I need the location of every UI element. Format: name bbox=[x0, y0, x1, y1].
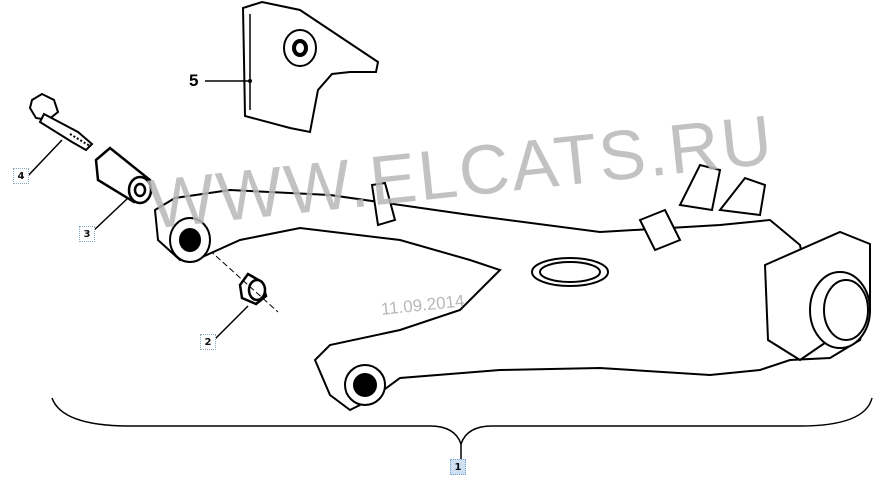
callout-1[interactable]: 1 bbox=[450, 459, 466, 475]
callout-3[interactable]: 3 bbox=[79, 226, 95, 242]
bracket-plate-part-5[interactable] bbox=[241, 0, 380, 134]
assembly-bracket bbox=[51, 397, 873, 447]
trailing-arm-part-1[interactable] bbox=[153, 163, 872, 412]
bushing-part-3[interactable] bbox=[94, 146, 153, 205]
callout-5[interactable]: 5 bbox=[189, 71, 199, 90]
callout-2[interactable]: 2 bbox=[200, 334, 216, 350]
callout-4[interactable]: 4 bbox=[13, 168, 29, 184]
bolt-part-4[interactable] bbox=[28, 92, 94, 152]
